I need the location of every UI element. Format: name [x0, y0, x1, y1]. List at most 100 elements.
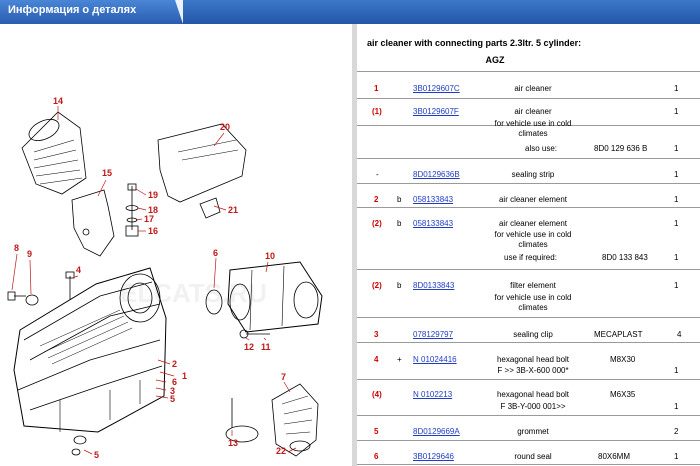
callout-3[interactable]: 3 [170, 386, 175, 396]
callout-11[interactable]: 11 [261, 342, 271, 352]
callout-5-right[interactable]: 5 [170, 394, 175, 404]
part-number-link[interactable]: 058133843 [413, 195, 454, 204]
callout-8[interactable]: 8 [14, 243, 19, 253]
row-qty: 1 [674, 84, 679, 93]
callout-12[interactable]: 12 [244, 342, 254, 352]
row-spec: 8D0 129 636 B [594, 144, 648, 153]
row-qty: 1 [674, 402, 679, 411]
callout-6-lower[interactable]: 6 [172, 377, 177, 387]
row-desc-line: for vehicle use in cold [494, 230, 572, 239]
divider [357, 317, 700, 318]
row-pos: (2) [372, 281, 382, 290]
callout-9[interactable]: 9 [27, 249, 32, 259]
row-spec: 8D0 133 843 [602, 253, 648, 262]
row-desc-line: hexagonal head bolt [496, 390, 570, 399]
row-pos: 2 [374, 195, 379, 204]
header-title: Информация о деталях [8, 4, 137, 16]
row-desc-line: air cleaner element [498, 195, 568, 204]
header-tab [0, 0, 181, 24]
row-pos: 5 [374, 427, 379, 436]
row-qty: 2 [674, 427, 679, 436]
callout-16[interactable]: 16 [148, 226, 158, 236]
part-number-link[interactable]: 058133843 [413, 219, 454, 228]
header-tab-edge [175, 0, 183, 24]
row-qty: 1 [674, 452, 679, 461]
part-number-link[interactable]: 8D0133843 [413, 281, 455, 290]
callout-5-bottom[interactable]: 5 [94, 450, 99, 460]
callout-1[interactable]: 1 [182, 371, 187, 381]
pane-divider-scrollbar[interactable] [352, 24, 357, 466]
divider [357, 440, 700, 441]
callout-18[interactable]: 18 [148, 205, 158, 215]
divider [357, 183, 700, 184]
row-desc-line: air cleaner [514, 107, 552, 116]
row-desc-line: air cleaner element [498, 219, 568, 228]
row-desc-line: climates [518, 129, 548, 138]
row-desc-line: for vehicle use in cold [494, 293, 572, 302]
divider [357, 342, 700, 343]
row-desc-line: hexagonal head bolt [496, 355, 570, 364]
row-spec: M6X35 [610, 390, 636, 399]
diagram-watermark: ELCATS.RU [120, 278, 267, 308]
row-qty: 1 [674, 107, 679, 116]
part-number-link[interactable]: 8D0129636B [413, 170, 460, 179]
divider [357, 379, 700, 380]
row-desc-line: sealing clip [513, 330, 553, 339]
row-desc-line: round seal [514, 452, 552, 461]
row-qty: 1 [674, 253, 679, 262]
row-pos: 4 [374, 355, 379, 364]
part-number-link[interactable]: 3B0129607F [413, 107, 459, 116]
row-pos: (2) [372, 219, 382, 228]
diagram-callouts: 14 20 15 19 18 17 16 21 8 9 4 6 10 1 2 6… [14, 96, 286, 460]
row-desc-line: use if required: [504, 253, 557, 262]
row-pos: - [376, 170, 379, 179]
row-qty: 4 [677, 330, 682, 339]
row-qty: 1 [674, 170, 679, 179]
divider [357, 464, 700, 465]
row-mark: + [397, 355, 402, 364]
callout-22[interactable]: 22 [276, 446, 286, 456]
diagram-drawing: ELCATS.RU [7, 96, 323, 460]
callout-6-upper[interactable]: 6 [213, 248, 218, 258]
part-number-link[interactable]: 3B0129646 [413, 452, 454, 461]
divider [357, 98, 700, 99]
row-qty: 1 [674, 281, 679, 290]
callout-14[interactable]: 14 [53, 96, 63, 106]
divider [357, 158, 700, 159]
row-qty: 1 [674, 195, 679, 204]
row-desc-line: for vehicle use in cold [494, 119, 572, 128]
row-pos: 6 [374, 452, 379, 461]
callout-21[interactable]: 21 [228, 205, 238, 215]
part-number-link[interactable]: 078129797 [413, 330, 454, 339]
window-header: Информация о деталях [0, 0, 700, 24]
callout-19[interactable]: 19 [148, 190, 158, 200]
row-mark: b [397, 219, 402, 228]
row-desc-line: F 3B-Y-000 001>> [500, 402, 566, 411]
row-qty: 1 [674, 366, 679, 375]
part-number-link[interactable]: 8D0129669A [413, 427, 460, 436]
callout-17[interactable]: 17 [144, 214, 154, 224]
divider [357, 125, 700, 126]
row-spec: 80X6MM [598, 452, 631, 461]
engine-code: AGZ [485, 55, 505, 65]
callout-10[interactable]: 10 [265, 251, 275, 261]
callout-2[interactable]: 2 [172, 359, 177, 369]
row-mark: b [397, 195, 402, 204]
callout-20[interactable]: 20 [220, 122, 230, 132]
part-number-link[interactable]: N 01024416 [413, 355, 457, 364]
callout-7[interactable]: 7 [281, 372, 286, 382]
callout-4[interactable]: 4 [76, 265, 81, 275]
row-pos: (4) [372, 390, 382, 399]
row-desc-line: grommet [517, 427, 549, 436]
callout-13[interactable]: 13 [228, 438, 238, 448]
row-desc-line: climates [518, 303, 548, 312]
callout-15[interactable]: 15 [102, 168, 112, 178]
part-number-link[interactable]: N 0102213 [413, 390, 453, 399]
row-desc-line: filter element [510, 281, 556, 290]
row-spec: M8X30 [610, 355, 636, 364]
part-number-link[interactable]: 3B0129607C [413, 84, 460, 93]
row-qty: 1 [674, 144, 679, 153]
row-pos: 1 [374, 84, 379, 93]
row-desc-line: sealing strip [511, 170, 555, 179]
divider [357, 207, 700, 208]
